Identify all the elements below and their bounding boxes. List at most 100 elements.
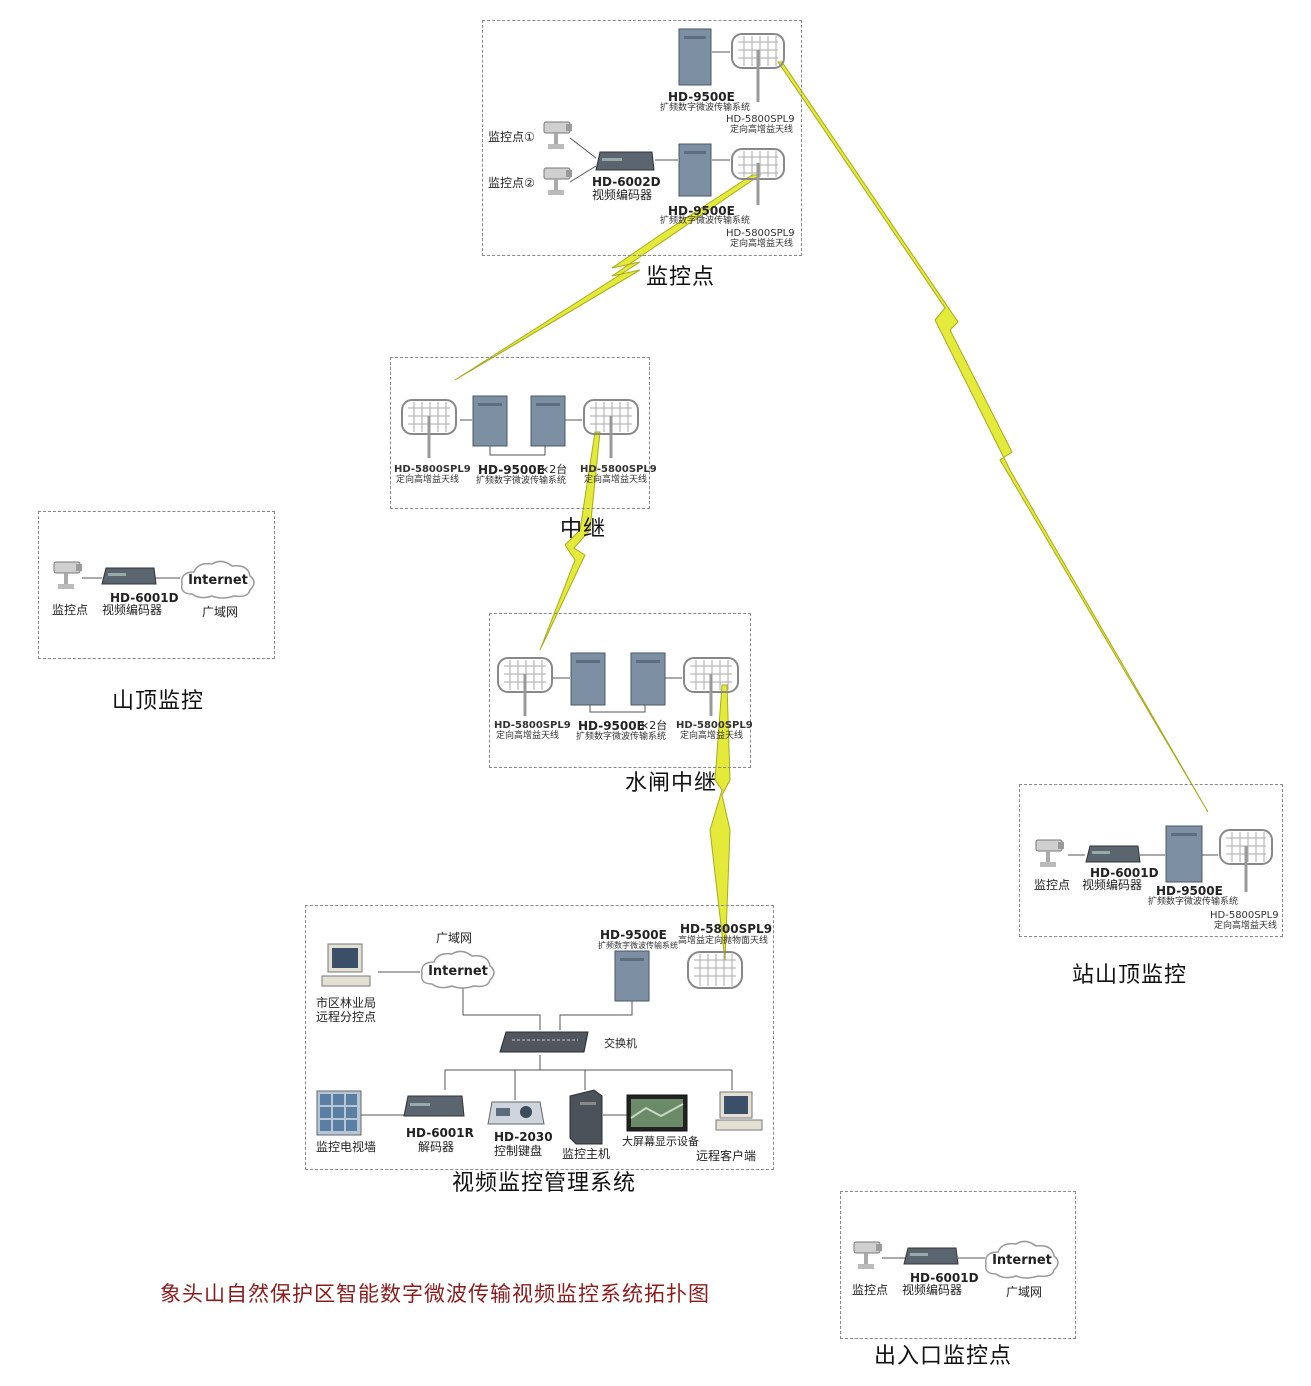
microwave-link-top-relay1 (454, 174, 762, 381)
cable (569, 165, 597, 183)
site-left-frame (38, 511, 275, 659)
site-relay1-frame (390, 357, 650, 509)
microwave-radio-icon (570, 652, 606, 706)
site-left-caption: 山顶监控 (112, 689, 205, 714)
grid-antenna-icon (1219, 829, 1273, 892)
site-right-caption: 站山顶监控 (1072, 963, 1188, 988)
left-cloud-label: Internet (188, 573, 248, 588)
server-tower-icon (569, 1089, 603, 1145)
center-antenna-model: HD-5800SPL9 (680, 922, 773, 936)
grid-antenna-icon (731, 33, 785, 102)
decoder-icon (403, 1095, 465, 1117)
relay1-antenna-right-model: HD-5800SPL9 (580, 464, 657, 475)
top-antenna1-desc: 定向高增益天线 (730, 125, 794, 135)
microwave-radio-icon (472, 395, 508, 447)
microwave-radio-icon (678, 28, 712, 86)
internet-cloud-icon: Internet (420, 950, 495, 989)
keyboard-name: 控制键盘 (494, 1144, 543, 1158)
microwave-link-top-right (777, 61, 1209, 813)
right-antenna-desc: 定向高增益天线 (1214, 921, 1278, 931)
top-antenna1-model: HD-5800SPL9 (726, 114, 795, 125)
decoder-model: HD-6001R (406, 1126, 474, 1140)
relay2-antenna-left-desc: 定向高增益天线 (496, 731, 560, 741)
site-center-frame (305, 905, 774, 1170)
remote-office-line2: 远程分控点 (316, 1010, 377, 1024)
right-encoder-model: HD-6001D (1090, 866, 1159, 880)
cable (569, 137, 597, 159)
relay2-radio-model: HD-9500E (578, 719, 645, 733)
encoder-icon (595, 151, 655, 171)
site-relay2-caption: 水闸中继 (625, 771, 718, 796)
top-radio2-desc: 扩频数字微波传输系统 (660, 216, 751, 226)
site-top-frame (482, 20, 802, 256)
remote-office-line1: 市区林业局 (316, 996, 377, 1010)
top-encoder-name: 视频编码器 (592, 188, 653, 202)
grid-antenna-icon (401, 399, 457, 458)
site-top-caption: 监控点 (646, 265, 716, 290)
top-cam2-label: 监控点② (488, 176, 535, 190)
cable (444, 1055, 541, 1090)
microwave-radio-icon (630, 652, 666, 706)
client-label: 远程客户端 (696, 1149, 757, 1163)
microwave-radio-icon (678, 143, 712, 197)
site-entrance-frame (840, 1191, 1076, 1339)
microwave-radio-icon (614, 950, 650, 1002)
big-screen-label: 大屏幕显示设备 (622, 1135, 699, 1148)
right-cam-label: 监控点 (1034, 878, 1071, 892)
entrance-encoder-model: HD-6001D (910, 1271, 979, 1285)
microwave-link-relay2-center (709, 684, 731, 961)
relay1-radio-desc: 扩频数字微波传输系统 (476, 476, 567, 486)
site-center-caption: 视频监控管理系统 (452, 1171, 637, 1196)
top-encoder-model: HD-6002D (592, 175, 661, 189)
site-right-frame (1019, 784, 1283, 937)
encoder-icon (903, 1247, 959, 1265)
right-antenna-model: HD-5800SPL9 (1210, 910, 1279, 921)
encoder-icon (101, 567, 157, 585)
camera-icon (1035, 839, 1064, 867)
entrance-encoder-name: 视频编码器 (902, 1283, 963, 1297)
encoder-icon (1085, 845, 1141, 863)
relay1-antenna-left-model: HD-5800SPL9 (394, 464, 471, 475)
center-antenna-desc: 高增益定向抛物面天线 (678, 936, 769, 946)
microwave-radio-icon (530, 395, 566, 447)
center-wan-label: 广域网 (436, 931, 473, 945)
left-encoder-name: 视频编码器 (102, 603, 163, 617)
microwave-link-relay1-relay2 (539, 431, 601, 651)
grid-antenna-icon (497, 657, 553, 716)
top-antenna2-desc: 定向高增益天线 (730, 239, 794, 249)
grid-antenna-icon (683, 657, 739, 716)
relay1-antenna-right-desc: 定向高增益天线 (584, 475, 648, 485)
keyboard-model: HD-2030 (494, 1130, 553, 1144)
cable (462, 988, 541, 1030)
camera-icon (853, 1241, 882, 1269)
relay2-antenna-left-model: HD-5800SPL9 (494, 720, 571, 731)
computer-icon (321, 943, 371, 987)
internet-cloud-icon: Internet (180, 560, 255, 599)
top-cam1-label: 监控点① (488, 130, 535, 144)
left-cam-label: 监控点 (52, 603, 89, 617)
tv-wall-label: 监控电视墙 (316, 1140, 377, 1154)
relay2-radio-count: ×2台 (640, 719, 668, 732)
entrance-cam-label: 监控点 (852, 1283, 889, 1297)
internet-cloud-icon: Internet (984, 1240, 1059, 1279)
relay2-radio-desc: 扩频数字微波传输系统 (576, 732, 667, 742)
center-cloud-label: Internet (428, 964, 488, 979)
right-radio-desc: 扩频数字微波传输系统 (1148, 897, 1239, 907)
decoder-name: 解码器 (418, 1140, 455, 1154)
cable (489, 445, 546, 456)
tv-wall-icon (316, 1090, 362, 1136)
big-screen-icon (626, 1094, 688, 1132)
relay2-antenna-right-model: HD-5800SPL9 (676, 720, 753, 731)
microwave-radio-icon (1165, 825, 1203, 883)
relay1-radio-model: HD-9500E (478, 463, 545, 477)
center-radio-desc: 扩频数字微波传输系统 (598, 941, 678, 950)
right-radio-model: HD-9500E (1156, 884, 1223, 898)
cable (559, 995, 633, 1030)
entrance-wan-label: 广域网 (1006, 1285, 1043, 1299)
camera-icon (543, 167, 572, 195)
grid-antenna-icon (583, 399, 639, 458)
left-wan-label: 广域网 (202, 605, 239, 619)
computer-icon (715, 1091, 763, 1131)
